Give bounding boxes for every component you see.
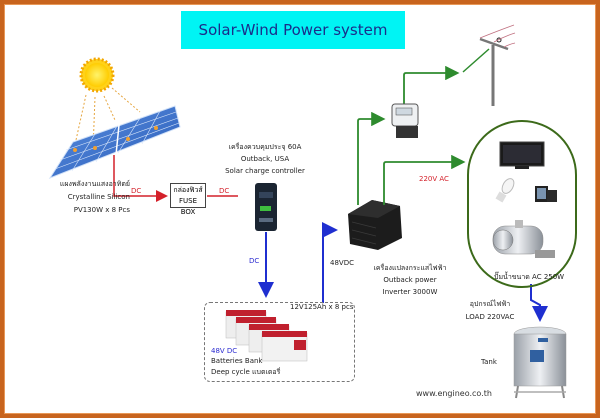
diagram-title: Solar-Wind Power system <box>198 21 388 39</box>
ac-line-meter-to-grid <box>403 65 460 105</box>
solar-panel-label-th: แผงพลังงานแสงอาทิตย์ <box>59 180 130 188</box>
fuse-box-label-th: กล่องฟิวส์ <box>173 186 203 194</box>
water-tank-icon <box>513 326 567 399</box>
solar-panel-icon <box>48 105 181 180</box>
fuse-box: กล่องฟิวส์ FUSE BOX <box>170 183 206 216</box>
ac-line-inverter-to-load <box>383 154 466 205</box>
ac-line-inverter-to-meter <box>357 111 386 205</box>
dc-label-battery: DC <box>249 257 260 265</box>
tablet-icon <box>535 186 557 202</box>
dc-line-panel-to-fuse <box>113 155 168 202</box>
solar-panel-label-spec: PV130W x 8 Pcs <box>73 206 130 214</box>
battery-type-label: Deep cycle แบตเตอรี่ <box>211 368 281 376</box>
solar-panel-label-type: Crystalline Silicon <box>67 193 130 201</box>
inverter-label-th: เครื่องแปลงกระแสไฟฟ้า <box>373 264 447 272</box>
battery-bank-label: Batteries Bank <box>211 357 263 365</box>
light-bulb-icon <box>495 178 515 203</box>
battery-voltage-label: 48V DC <box>211 347 238 355</box>
battery-bank-group <box>204 302 355 382</box>
load-label-th: อุปกรณ์ไฟฟ้า <box>469 300 511 308</box>
title-banner: Solar-Wind Power system <box>181 11 405 49</box>
charge-controller-label-th: เครื่องควบคุมประจุ 60A <box>228 143 302 151</box>
footer-url: www.engineo.co.th <box>416 389 492 398</box>
inverter-label-spec: Inverter 3000W <box>382 288 438 296</box>
ac-label-load: 220V AC <box>419 175 449 183</box>
tank-label: Tank <box>481 358 497 366</box>
dc-line-battery-to-inverter <box>322 222 338 303</box>
inverter-label-brand: Outback power <box>383 276 437 284</box>
batteries-icon <box>225 310 308 362</box>
charge-controller-label-brand: Outback, USA <box>240 155 290 163</box>
load-group <box>467 120 577 288</box>
charge-controller-label-type: Solar charge controller <box>225 167 305 175</box>
dc-label-fuse: DC <box>219 187 230 195</box>
charge-controller-icon <box>255 183 277 231</box>
fuse-box-label-en: FUSE BOX <box>178 197 198 216</box>
dc-label-inverter: 48VDC <box>330 259 354 267</box>
water-line-pump-to-tank <box>530 284 548 322</box>
sun-icon <box>79 57 115 93</box>
grid-connection-line <box>462 48 490 73</box>
load-label-en: LOAD 220VAC <box>465 313 515 321</box>
utility-pole-icon <box>479 24 516 106</box>
battery-spec-label: 12V125Ah x 8 pcs <box>290 303 354 311</box>
dc-label-panel: DC <box>131 187 142 195</box>
inverter-icon <box>348 200 402 250</box>
pump-label: ปั๊มน้ำขนาด AC 250W <box>494 273 565 281</box>
electric-meter-icon <box>391 103 419 138</box>
